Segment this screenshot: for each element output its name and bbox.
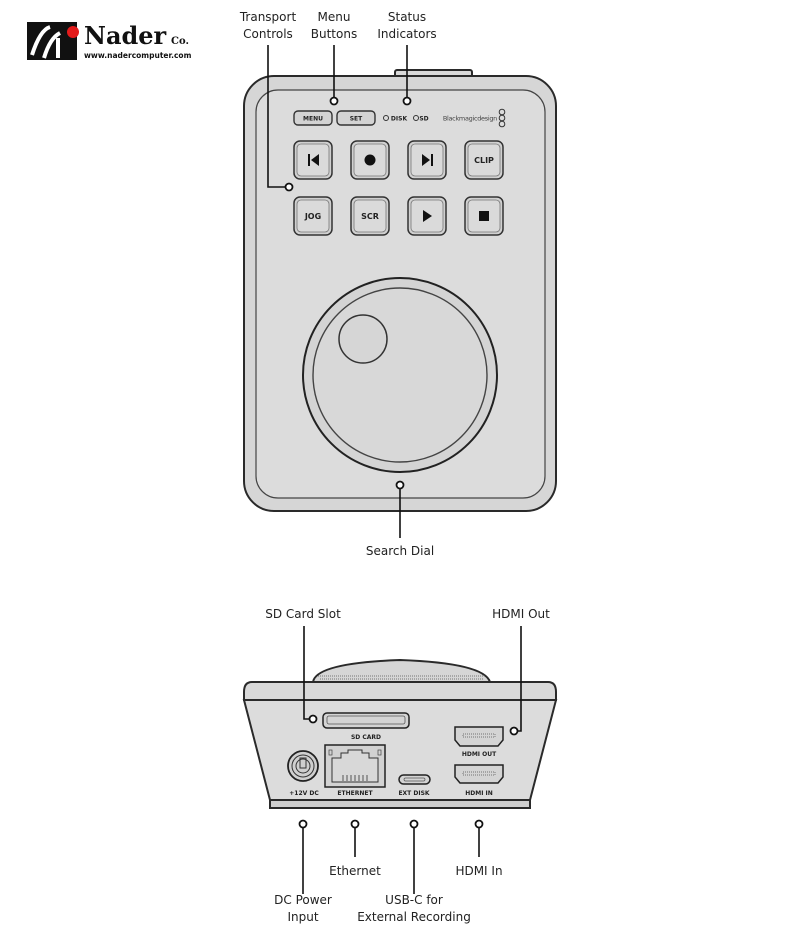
dc-label: +12V DC — [289, 790, 319, 797]
callout-dc-power: DC Power Input — [274, 819, 332, 924]
record-button[interactable] — [350, 140, 390, 180]
svg-text:Transport: Transport — [239, 10, 297, 24]
rear-view-device: SD CARD HDMI OUT +12V DC ETHERNET EXT DI… — [242, 658, 558, 809]
hdmi-out-port[interactable] — [454, 726, 504, 747]
svg-text:Search Dial: Search Dial — [366, 544, 434, 558]
play-button[interactable] — [407, 196, 447, 236]
brand-logo-icon — [498, 108, 506, 128]
brand-text: Blackmagicdesign — [443, 115, 497, 123]
svg-text:CLIP: CLIP — [474, 156, 494, 165]
ext-disk-label: EXT DISK — [398, 790, 429, 797]
callout-hdmi-in: HDMI In — [455, 819, 503, 878]
svg-text:DC Power: DC Power — [274, 893, 332, 907]
svg-text:Controls: Controls — [243, 27, 293, 41]
menu-button[interactable]: MENU — [293, 110, 333, 126]
svg-text:Status: Status — [388, 10, 426, 24]
ethernet-label: ETHERNET — [337, 790, 373, 797]
callout-hdmi-out: HDMI Out — [492, 607, 550, 736]
skip-back-icon — [308, 154, 319, 166]
svg-text:JOG: JOG — [304, 212, 321, 221]
hdmi-out-label: HDMI OUT — [462, 751, 497, 758]
callout-transport-controls: Transport Controls — [239, 10, 297, 192]
svg-text:Buttons: Buttons — [311, 27, 357, 41]
callout-usb-c: USB-C for External Recording — [357, 819, 471, 924]
callout-sd-card-slot: SD Card Slot — [265, 607, 341, 724]
svg-text:SD Card Slot: SD Card Slot — [265, 607, 341, 621]
svg-text:USB-C for: USB-C for — [385, 893, 443, 907]
sd-card-slot[interactable] — [322, 712, 410, 729]
callout-search-dial: Search Dial — [366, 480, 434, 558]
svg-text:Menu: Menu — [318, 10, 351, 24]
logo-url: www.nadercomputer.com — [84, 51, 192, 60]
svg-text:HDMI In: HDMI In — [455, 864, 502, 878]
stop-icon — [479, 211, 489, 221]
top-view-device: MENU SET DISK SD Blackmagicdesign — [243, 69, 557, 512]
hdmi-in-port[interactable] — [454, 764, 504, 784]
sd-led-icon — [413, 115, 419, 121]
sd-card-label: SD CARD — [351, 734, 381, 741]
set-button[interactable]: SET — [336, 110, 376, 126]
callout-ethernet: Ethernet — [329, 819, 381, 878]
svg-text:External Recording: External Recording — [357, 910, 471, 924]
ethernet-port[interactable] — [324, 744, 386, 788]
previous-clip-button[interactable] — [293, 140, 333, 180]
svg-text:Input: Input — [287, 910, 318, 924]
sd-led-label: SD — [419, 116, 428, 123]
dc-power-port[interactable] — [287, 750, 319, 782]
svg-text:Indicators: Indicators — [377, 27, 436, 41]
svg-text:HDMI Out: HDMI Out — [492, 607, 550, 621]
dial-finger-dimple — [338, 314, 388, 364]
callout-menu-buttons: Menu Buttons — [311, 10, 357, 106]
dial-edge — [311, 658, 492, 683]
svg-text:MENU: MENU — [303, 116, 323, 123]
usb-c-port[interactable] — [398, 774, 431, 785]
clip-button[interactable]: CLIP — [464, 140, 504, 180]
record-icon — [364, 154, 376, 166]
svg-text:Ethernet: Ethernet — [329, 864, 381, 878]
jog-button[interactable]: JOG — [293, 196, 333, 236]
search-dial[interactable] — [302, 277, 498, 473]
logo-name: Nader — [84, 21, 167, 50]
scroll-button[interactable]: SCR — [350, 196, 390, 236]
nader-logo: Nader Co. www.nadercomputer.com — [27, 21, 192, 60]
logo-suffix: Co. — [171, 36, 189, 47]
play-icon — [423, 210, 432, 222]
hdmi-in-label: HDMI IN — [465, 790, 493, 797]
svg-text:SET: SET — [350, 116, 363, 123]
disk-led-icon — [383, 115, 389, 121]
skip-forward-icon — [422, 154, 433, 166]
disk-led-label: DISK — [391, 116, 408, 123]
svg-text:SCR: SCR — [361, 212, 379, 221]
stop-button[interactable] — [464, 196, 504, 236]
next-clip-button[interactable] — [407, 140, 447, 180]
callout-status-indicators: Status Indicators — [377, 10, 437, 106]
